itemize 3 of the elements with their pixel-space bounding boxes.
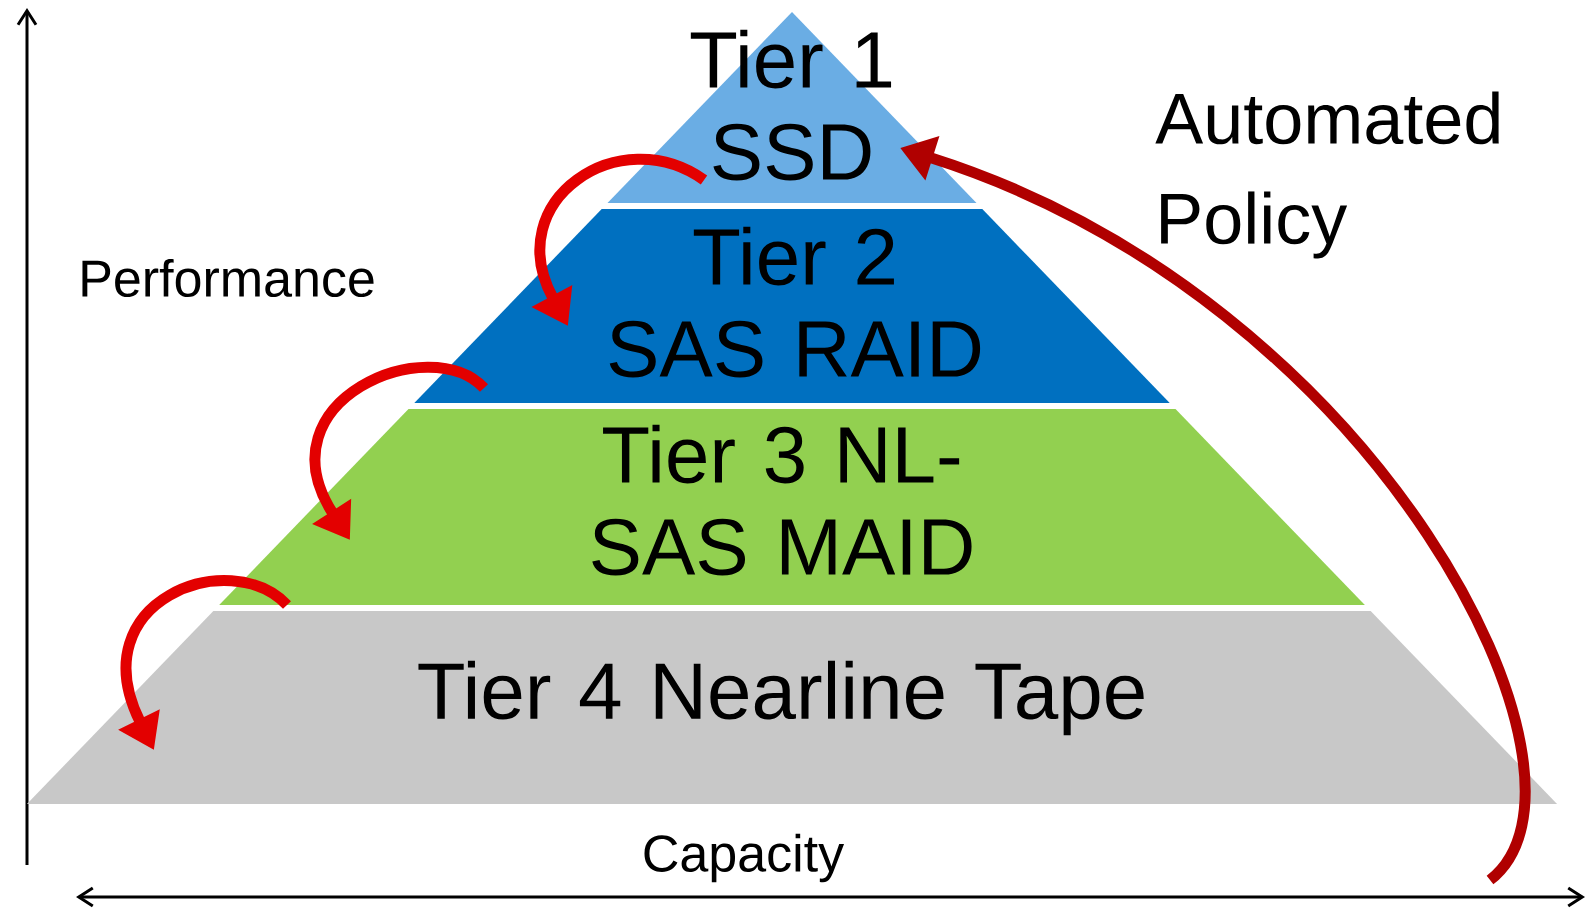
pyramid-tier: Tier 3 NL-SAS MAID [219, 409, 1365, 605]
axis-label: Performance [82, 258, 374, 298]
pyramid-tier: Tier 4 Nearline Tape [26, 611, 1558, 804]
